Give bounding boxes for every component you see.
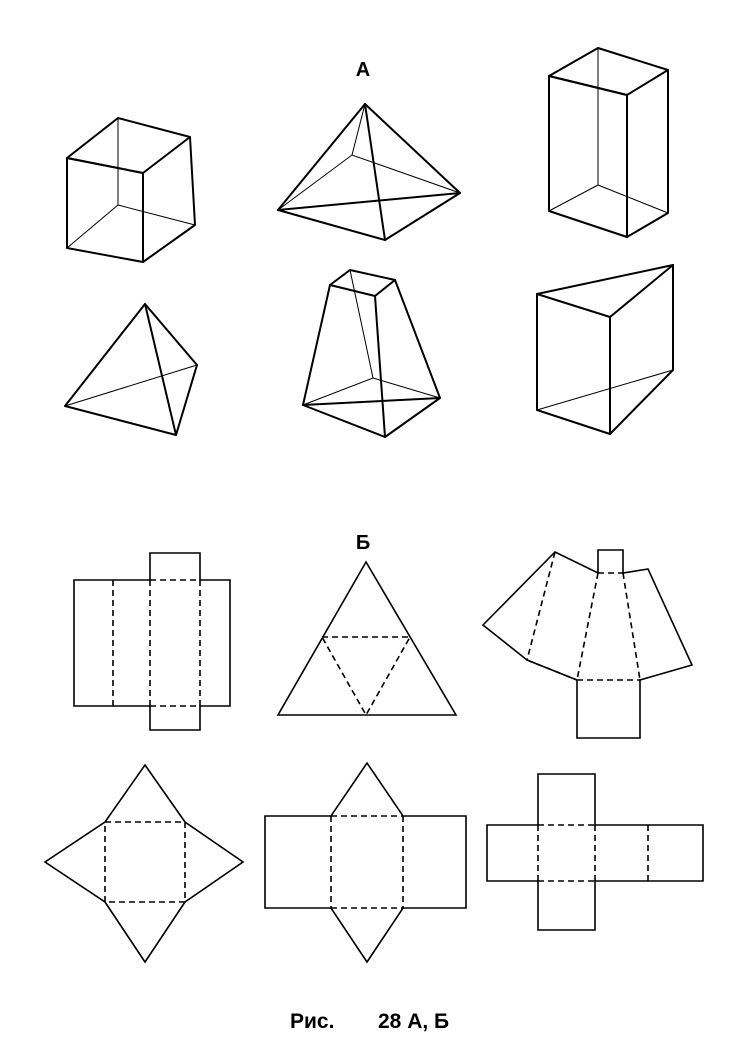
triangular-prism-solid [536,264,674,435]
caption-prefix: Рис. [290,1010,334,1033]
tetrahedron-net [276,560,458,717]
cube-solid [66,117,196,263]
section-b-label: Б [356,532,370,554]
pyramid-net [43,763,245,964]
section-a-label: А [356,59,370,81]
rectangular-prism-solid [548,47,669,238]
square-pyramid-solid [277,103,461,241]
prism-net-2 [486,773,704,931]
caption-number: 28 А, Б [378,1010,449,1033]
triangular-prism-net [264,761,467,964]
tetrahedron-solid [64,303,198,436]
frustum-net [481,549,694,739]
frustum-solid [302,269,441,438]
prism-net-1 [73,552,231,731]
